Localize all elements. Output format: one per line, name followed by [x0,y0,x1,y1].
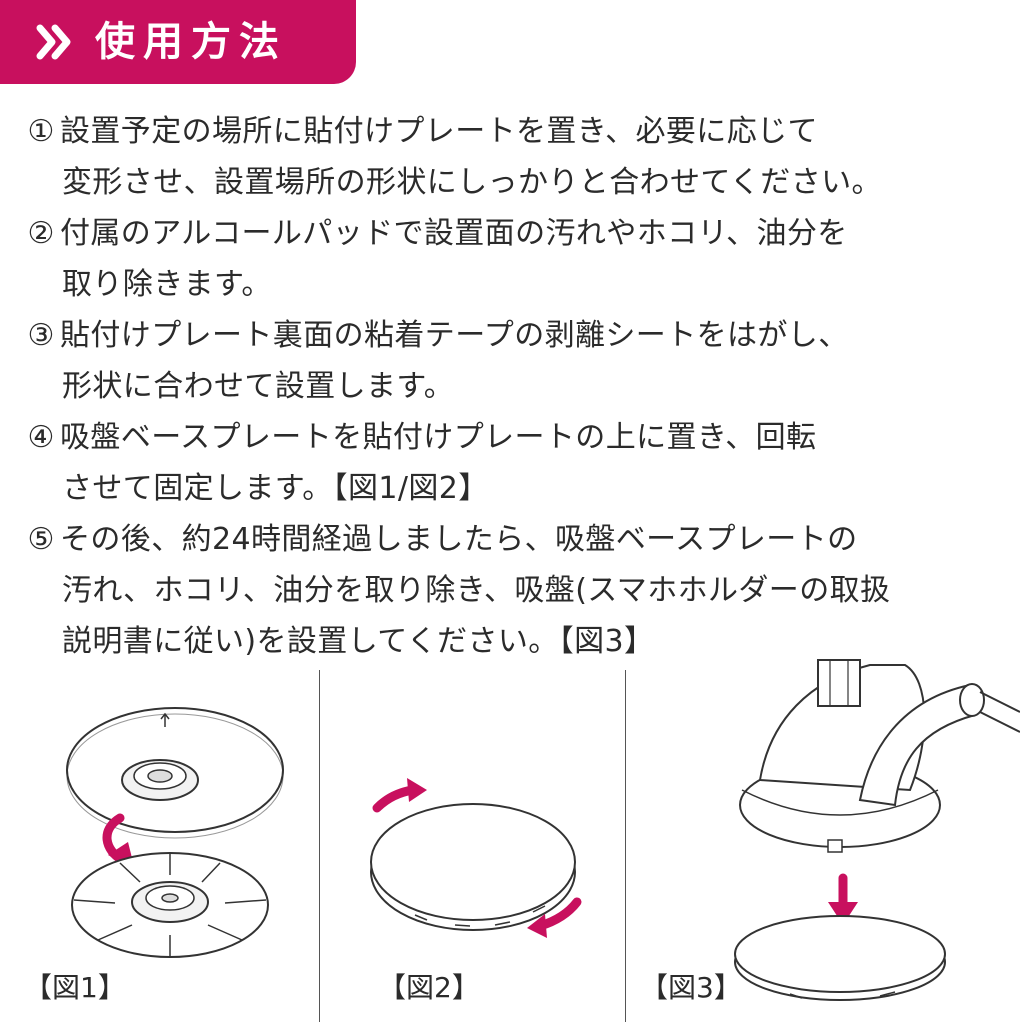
figure-1-caption: 【図1】 [24,971,126,1004]
step-5: ⑤ その後、約24時間経過しましたら、吸盤ベースプレートの 汚れ、ホコリ、油分を… [22,514,1022,667]
step-text-line: 付属のアルコールパッドで設置面の汚れやホコリ、油分を [60,216,848,251]
figure-3-caption: 【図3】 [640,971,742,1004]
instruction-steps: ① 設置予定の場所に貼付けプレートを置き、必要に応じて 変形させ、設置場所の形状… [22,106,1022,667]
step-text-line: 取り除きます。 [62,267,272,302]
step-text-line: させて固定します。【図1/図2】 [62,471,489,506]
step-text-line: 変形させ、設置場所の形状にしっかりと合わせてください。 [62,165,882,200]
step-3: ③ 貼付けプレート裏面の粘着テープの剥離シートをはがし、 形状に合わせて設置しま… [22,310,1022,412]
suction-mount-illustration [734,659,1020,1001]
step-text-line: 説明書に従い)を設置してください。【図3】 [62,624,655,659]
step-number: ① [27,114,55,149]
rotate-plate-illustration [370,778,582,938]
plate-assembly-illustration [66,707,284,958]
step-text-line: 形状に合わせて設置します。 [62,369,455,404]
step-2: ② 付属のアルコールパッドで設置面の汚れやホコリ、油分を 取り除きます。 [22,208,1022,310]
step-text-line: 貼付けプレート裏面の粘着テープの剥離シートをはがし、 [60,318,849,353]
step-number: ② [27,216,55,251]
step-number: ④ [27,420,55,455]
double-chevron-icon [36,24,71,60]
header-banner: 使用方法 [0,0,356,84]
step-number: ⑤ [27,522,55,557]
figure-2-caption: 【図2】 [378,971,480,1004]
step-number: ③ [27,318,55,353]
step-1: ① 設置予定の場所に貼付けプレートを置き、必要に応じて 変形させ、設置場所の形状… [22,106,1022,208]
page-title: 使用方法 [95,19,287,65]
step-text-line: 設置予定の場所に貼付けプレートを置き、必要に応じて [60,114,818,149]
figure-divider [625,670,626,1022]
step-text-line: 汚れ、ホコリ、油分を取り除き、吸盤(スマホホルダーの取扱 [62,573,891,608]
step-4: ④ 吸盤ベースプレートを貼付けプレートの上に置き、回転 させて固定します。【図1… [22,412,1022,514]
figure-divider [319,670,320,1022]
step-text-line: 吸盤ベースプレートを貼付けプレートの上に置き、回転 [60,420,817,455]
step-text-line: その後、約24時間経過しましたら、吸盤ベースプレートの [60,522,858,557]
